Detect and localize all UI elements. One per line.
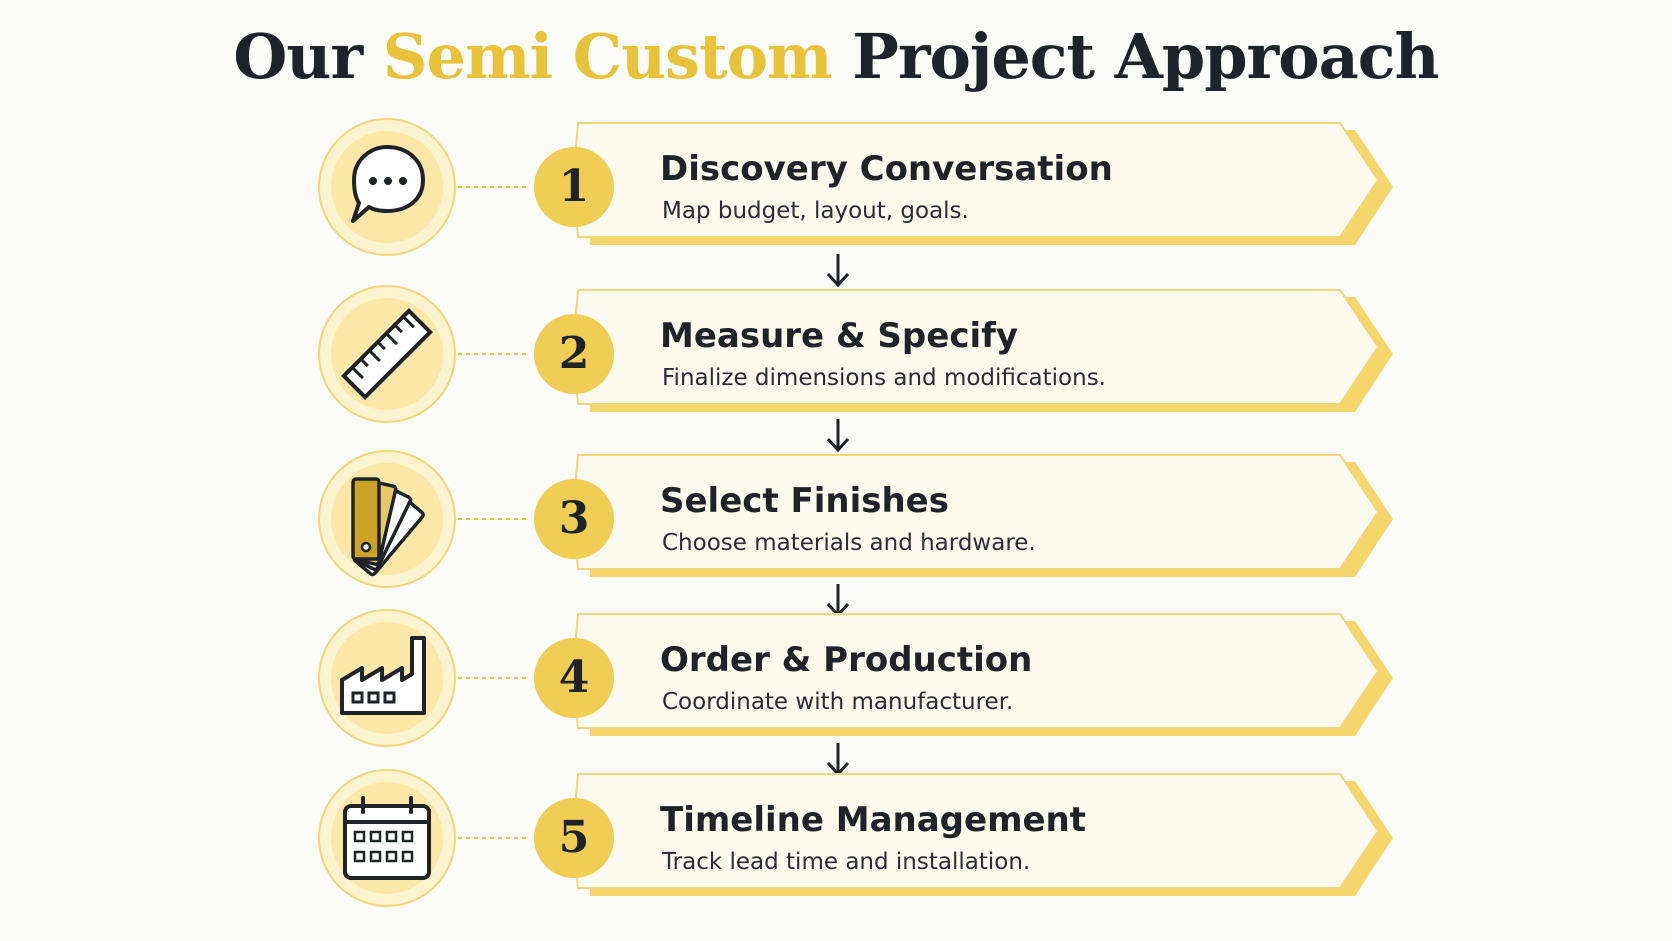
title-part-3: Project Approach [852,20,1439,93]
page-title: Our Semi Custom Project Approach [0,20,1672,93]
down-arrow-icon [826,419,850,453]
step-description-4: Coordinate with manufacturer. [662,689,1014,715]
process-step-1: 1 Discovery Conversation Map budget, lay… [0,117,1672,257]
step-2-card-shape [318,285,1393,423]
step-number-2: 2 [534,314,614,394]
step-title-3: Select Finishes [660,481,949,521]
color-swatch-icon [317,449,457,589]
process-step-2: 2 Measure & Specify Finalize dimensions … [0,284,1672,424]
step-number-5: 5 [534,798,614,878]
title-part-1: Our [233,20,363,93]
ruler-icon [317,284,457,424]
step-title-1: Discovery Conversation [660,149,1113,189]
step-description-5: Track lead time and installation. [662,849,1031,875]
step-title-4: Order & Production [660,640,1033,680]
speech-bubble-icon [317,117,457,257]
step-number-1: 1 [534,147,614,227]
process-step-3: 3 Select Finishes Choose materials and h… [0,449,1672,589]
factory-icon [317,608,457,748]
title-accent: Semi Custom [382,20,833,93]
step-description-2: Finalize dimensions and modifications. [662,365,1106,391]
step-title-2: Measure & Specify [660,316,1019,356]
step-description-3: Choose materials and hardware. [662,530,1036,556]
calendar-icon [317,768,457,908]
step-number-4: 4 [534,638,614,718]
step-description-1: Map budget, layout, goals. [662,198,969,224]
process-step-5: 5 Timeline Management Track lead time an… [0,768,1672,908]
process-step-4: 4 Order & Production Coordinate with man… [0,608,1672,748]
step-3-card-shape [318,450,1393,588]
step-number-3: 3 [534,479,614,559]
step-title-5: Timeline Management [660,800,1087,840]
down-arrow-icon [826,254,850,288]
